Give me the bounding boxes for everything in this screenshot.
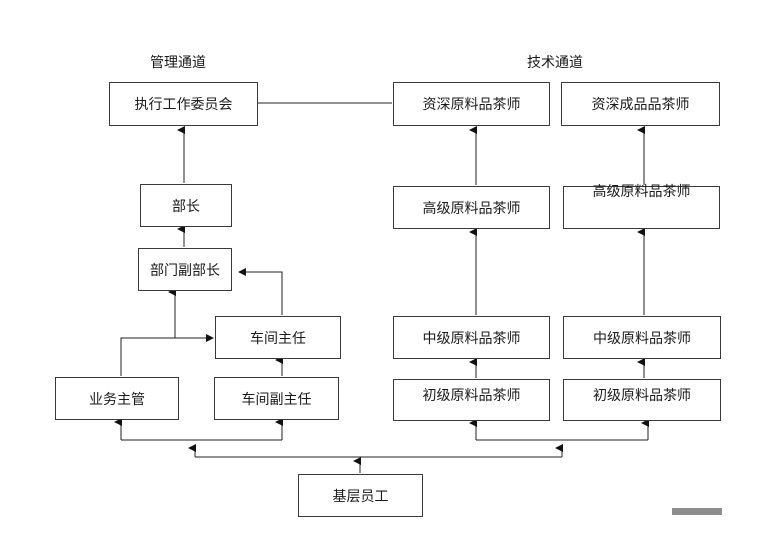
deputy-minister-label: 部门副部长 [150, 262, 220, 279]
intermediate-raw-tea-master-2-box: 中级原料品茶师 [563, 316, 721, 359]
arrow-workshop-to-deputy [238, 268, 283, 315]
minister-label: 部长 [172, 198, 200, 215]
business-supervisor-label: 业务主管 [89, 391, 145, 408]
horizontal-scrollbar[interactable] [672, 508, 722, 515]
exec-committee-label: 执行工作委员会 [134, 97, 233, 113]
junior-raw-tea-master-box: 初级原料品茶师 [393, 379, 550, 421]
senior-finished-tea-master-label: 资深成品品茶师 [591, 97, 690, 113]
link-business-elbow [120, 337, 175, 376]
intermediate-raw-tea-master-2-label: 中级原料品茶师 [593, 330, 691, 347]
senior-raw-tea-master-label: 资深原料品茶师 [422, 97, 521, 113]
base-staff-box: 基层员工 [298, 474, 423, 517]
advanced-raw-tea-master-2-label: 高级原料品茶师 [592, 184, 691, 200]
advanced-raw-tea-master-box: 高级原料品茶师 [393, 186, 550, 229]
advanced-raw-tea-master-label: 高级原料品茶师 [422, 200, 521, 217]
workshop-director-box: 车间主任 [215, 316, 341, 359]
intermediate-raw-tea-master-label: 中级原料品茶师 [422, 330, 521, 347]
advanced-raw-tea-master-2-box: 高级原料品茶师 [563, 184, 720, 229]
deputy-workshop-director-label: 车间副主任 [241, 391, 312, 408]
minister-box: 部长 [140, 184, 232, 227]
business-supervisor-box: 业务主管 [55, 377, 179, 420]
workshop-director-label: 车间主任 [250, 330, 306, 347]
intermediate-raw-tea-master-box: 中级原料品茶师 [393, 316, 550, 359]
exec-committee-box: 执行工作委员会 [109, 82, 258, 126]
junior-raw-tea-master-2-box: 初级原料品茶师 [563, 379, 721, 421]
junior-raw-tea-master-2-label: 初级原料品茶师 [593, 388, 691, 404]
deputy-minister-box: 部门副部长 [138, 248, 232, 291]
senior-finished-tea-master-box: 资深成品品茶师 [561, 82, 720, 126]
base-staff-label: 基层员工 [332, 488, 389, 505]
junior-raw-tea-master-label: 初级原料品茶师 [422, 388, 521, 404]
management-channel-heading: 管理通道 [150, 55, 206, 71]
technical-channel-heading: 技术通道 [527, 55, 583, 71]
senior-raw-tea-master-box: 资深原料品茶师 [393, 82, 550, 126]
deputy-workshop-director-box: 车间副主任 [214, 377, 339, 420]
